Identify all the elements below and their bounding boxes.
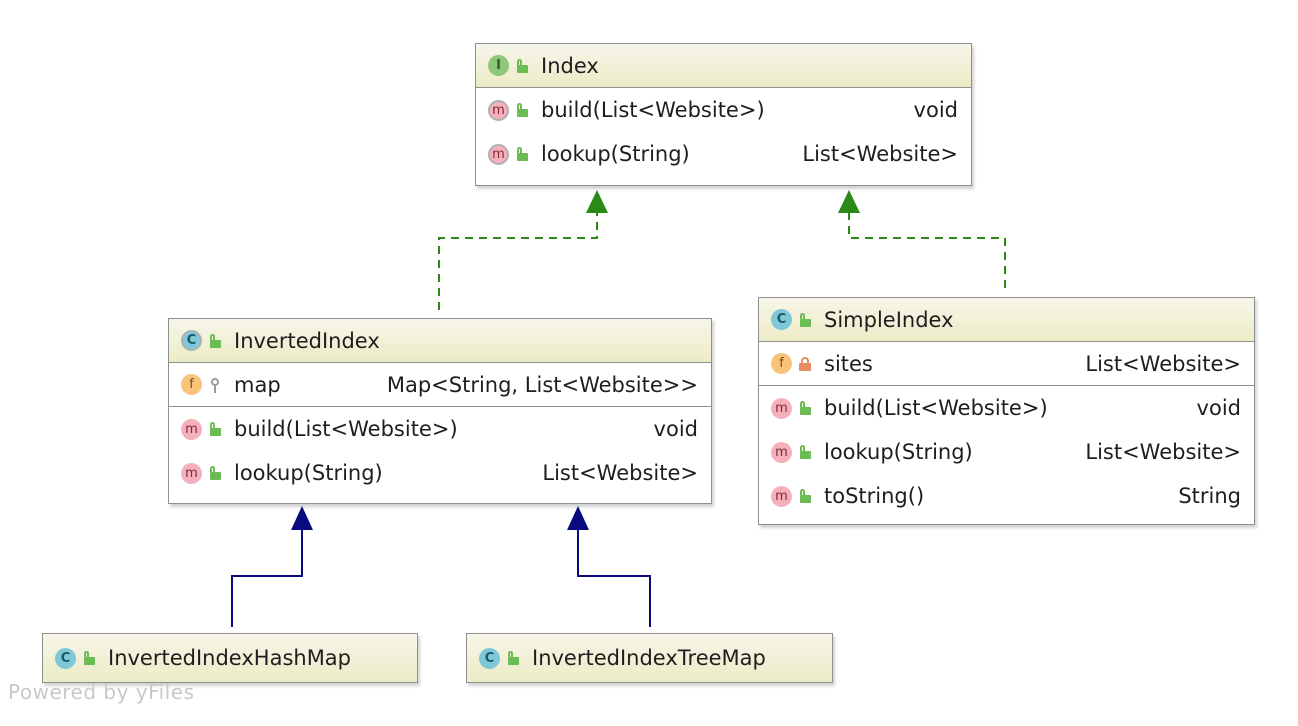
method-row[interactable]: m lookup(String) List<Website> [169, 451, 711, 495]
edge-treemap-extends-invertedindex [577, 530, 651, 627]
private-lock-icon [798, 356, 812, 372]
method-row[interactable]: m toString() String [759, 474, 1254, 518]
class-name: InvertedIndex [234, 328, 380, 353]
method-return-type: List<Website> [1085, 440, 1241, 464]
class-icon: C [771, 309, 792, 330]
arrowhead-implements-left [586, 190, 608, 213]
field-name: sites [824, 351, 873, 376]
method-return-type: List<Website> [542, 461, 698, 485]
field-type: Map<String, List<Website>> [386, 372, 698, 397]
class-icon: C [479, 647, 500, 669]
public-visibility-icon [515, 146, 529, 162]
method-icon: m [181, 462, 202, 484]
public-visibility-icon [515, 58, 529, 74]
class-name: InvertedIndexHashMap [108, 646, 352, 670]
node-header: C InvertedIndexTreeMap [467, 634, 832, 682]
arrowhead-extends-right [567, 506, 589, 530]
method-icon: m [771, 397, 792, 419]
method-return-type: List<Website> [802, 142, 958, 166]
method-return-type: void [1196, 396, 1241, 420]
arrowhead-extends-left [291, 506, 313, 530]
node-header: C InvertedIndexHashMap [43, 634, 417, 682]
edge-simpleindex-implements-index [848, 213, 1006, 288]
interface-icon: I [488, 55, 509, 76]
method-return-type: String [1178, 484, 1241, 508]
field-icon: f [771, 353, 792, 374]
class-name: Index [541, 53, 599, 78]
method-icon: m [771, 485, 792, 507]
edge-hashmap-extends-invertedindex [231, 530, 303, 627]
public-visibility-icon [798, 488, 812, 504]
method-name: build(List<Website>) [824, 396, 1048, 420]
class-icon: C [55, 647, 76, 669]
method-row[interactable]: m build(List<Website>) void [169, 407, 711, 451]
edge-invertedindex-implements-index [438, 213, 598, 310]
method-icon: m [771, 441, 792, 463]
arrowhead-implements-right [838, 190, 860, 213]
public-visibility-icon [82, 650, 96, 666]
class-node-simpleindex[interactable]: C SimpleIndex f sites List<Website> m bu… [758, 297, 1255, 525]
field-row[interactable]: f map Map<String, List<Website>> [169, 363, 711, 407]
node-header: I Index [476, 44, 971, 88]
field-icon: f [181, 374, 202, 395]
method-row[interactable]: m build(List<Website>) void [759, 386, 1254, 430]
public-visibility-icon [798, 312, 812, 328]
method-name: build(List<Website>) [234, 417, 458, 441]
method-return-type: void [913, 98, 958, 122]
public-visibility-icon [208, 421, 222, 437]
node-header: C SimpleIndex [759, 298, 1254, 342]
public-visibility-icon [208, 465, 222, 481]
method-name: toString() [824, 484, 925, 508]
field-type: List<Website> [1085, 351, 1241, 376]
powered-by-footer: Powered by yFiles [8, 680, 195, 704]
class-name: SimpleIndex [824, 307, 954, 332]
abstract-method-icon: m [488, 99, 509, 121]
field-name: map [234, 372, 281, 397]
class-node-invertedindexhashmap[interactable]: C InvertedIndexHashMap [42, 633, 418, 683]
public-visibility-icon [208, 333, 222, 349]
method-name: lookup(String) [234, 461, 383, 485]
method-name: lookup(String) [824, 440, 973, 464]
class-node-invertedindextreemap[interactable]: C InvertedIndexTreeMap [466, 633, 833, 683]
package-private-key-icon [208, 377, 222, 393]
method-row[interactable]: m lookup(String) List<Website> [476, 132, 971, 176]
public-visibility-icon [515, 102, 529, 118]
public-visibility-icon [798, 444, 812, 460]
class-node-index[interactable]: I Index m build(List<Website>) void m lo… [475, 43, 972, 186]
method-name: build(List<Website>) [541, 98, 765, 122]
node-header: C InvertedIndex [169, 319, 711, 363]
abstract-class-icon: C [181, 330, 202, 351]
public-visibility-icon [798, 400, 812, 416]
class-node-invertedindex[interactable]: C InvertedIndex f map Map<String, List<W… [168, 318, 712, 504]
public-visibility-icon [506, 650, 520, 666]
method-return-type: void [653, 417, 698, 441]
method-row[interactable]: m lookup(String) List<Website> [759, 430, 1254, 474]
abstract-method-icon: m [488, 143, 509, 165]
method-row[interactable]: m build(List<Website>) void [476, 88, 971, 132]
method-icon: m [181, 418, 202, 440]
class-name: InvertedIndexTreeMap [532, 646, 766, 670]
method-name: lookup(String) [541, 142, 690, 166]
field-row[interactable]: f sites List<Website> [759, 342, 1254, 386]
